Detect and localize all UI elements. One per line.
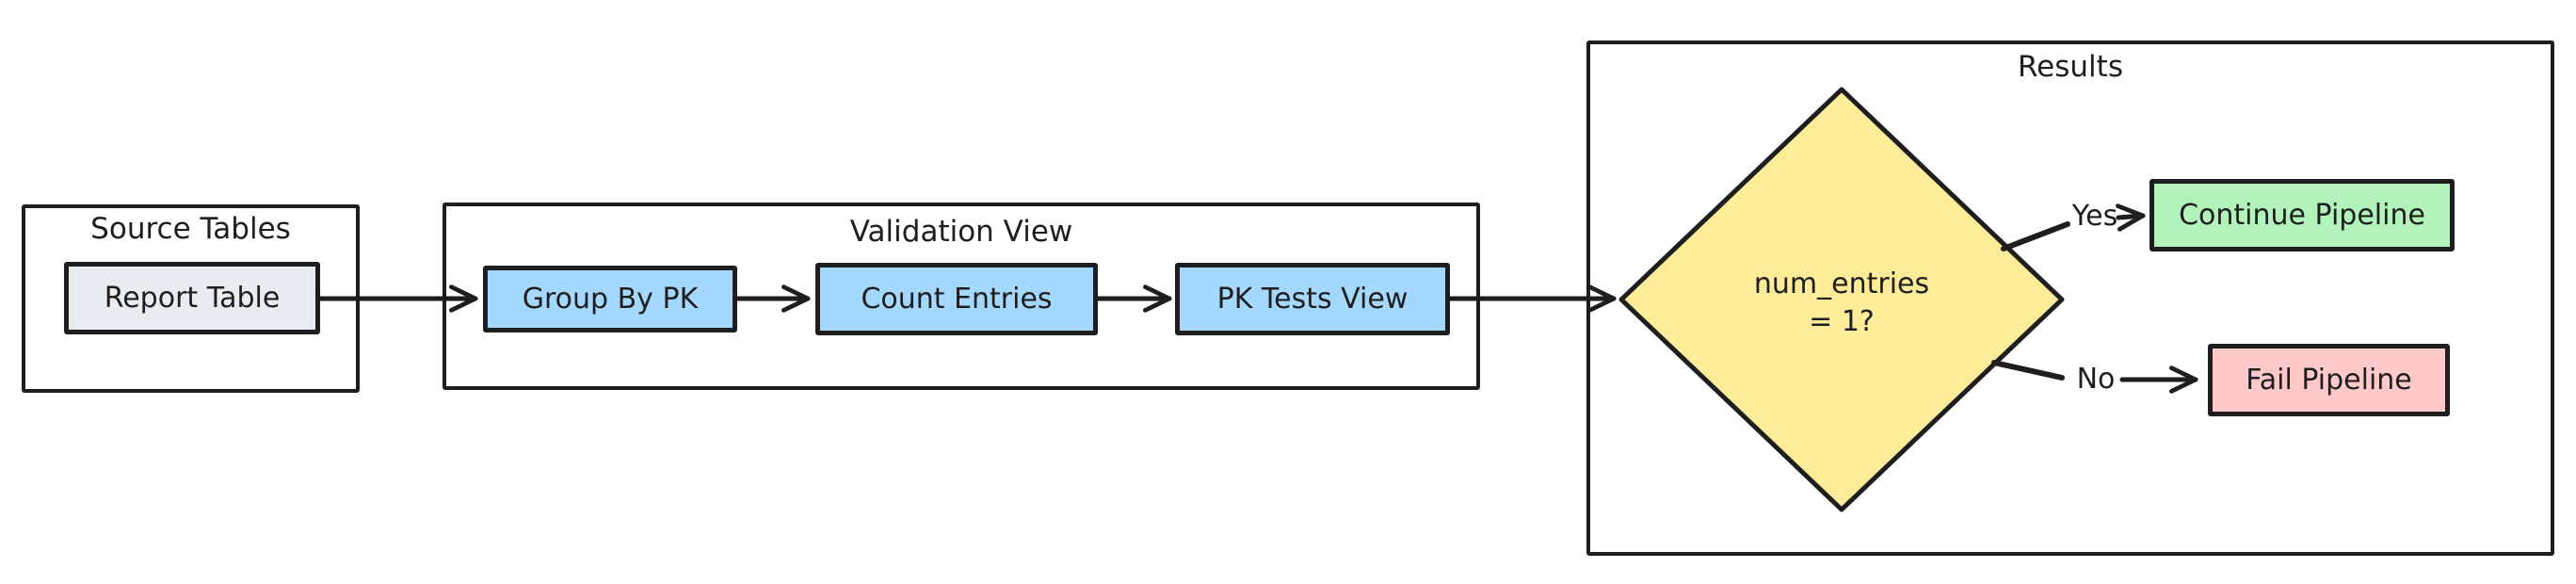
yes-label: Yes xyxy=(2071,200,2118,233)
decision-label: num_entries = 1? xyxy=(1668,266,2015,341)
validation-view-title: Validation View xyxy=(849,215,1073,249)
fail-pipeline-node: Fail Pipeline xyxy=(2208,344,2450,416)
decision-label-line1: num_entries xyxy=(1753,268,1930,300)
continue-pipeline-node: Continue Pipeline xyxy=(2149,179,2455,251)
pk-tests-view-node: PK Tests View xyxy=(1175,263,1450,335)
group-by-pk-node: Group By PK xyxy=(483,266,737,333)
count-entries-node: Count Entries xyxy=(815,263,1098,335)
no-label: No xyxy=(2076,363,2116,396)
results-title: Results xyxy=(2018,50,2123,84)
report-table-node: Report Table xyxy=(64,262,320,334)
decision-label-line2: = 1? xyxy=(1809,305,1875,338)
source-tables-title: Source Tables xyxy=(90,212,291,246)
